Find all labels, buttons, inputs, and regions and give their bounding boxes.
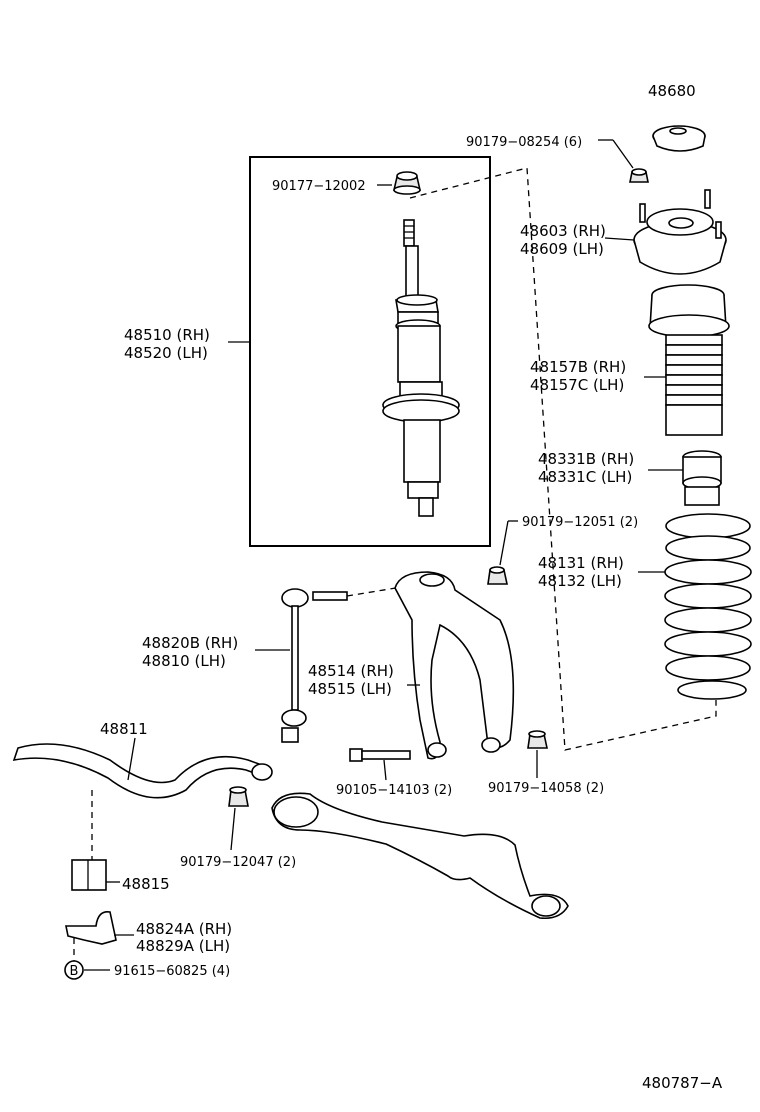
bump-stopper-boot-48157 [648, 284, 730, 436]
mount-cover-48680 [652, 125, 706, 152]
label-48810: 48810 (LH) [142, 652, 226, 670]
label-48331c: 48331C (LH) [538, 468, 632, 486]
stabilizer-bar-48811 [12, 743, 273, 799]
label-48820b: 48820B (RH) [142, 634, 238, 652]
label-90179-12051: 90179−12051 (2) [522, 515, 638, 530]
bracket-48824 [65, 910, 117, 945]
lower-arm [271, 792, 569, 920]
drawing-number: 480787−A [642, 1074, 723, 1092]
bolt-90105-14103 [349, 748, 411, 762]
nut-90179-14058 [527, 730, 548, 749]
label-48157b: 48157B (RH) [530, 358, 626, 376]
label-48515: 48515 (LH) [308, 680, 392, 698]
label-48609: 48609 (LH) [520, 240, 604, 258]
label-48131: 48131 (RH) [538, 554, 624, 572]
bushing-48815 [71, 859, 107, 891]
circle-b-marker: B [64, 960, 84, 980]
label-90179-12047: 90179−12047 (2) [180, 855, 296, 870]
label-48510: 48510 (RH) [124, 326, 210, 344]
coil-spring-48131 [664, 513, 752, 700]
bound-stopper-48331 [682, 450, 722, 506]
label-90105-14103: 90105−14103 (2) [336, 783, 452, 798]
label-48132: 48132 (LH) [538, 572, 622, 590]
label-48815: 48815 [122, 875, 170, 893]
label-48680: 48680 [648, 82, 696, 100]
knuckle-arm-48514 [394, 571, 515, 760]
shock-absorber [382, 219, 460, 517]
circle-b-label: B [70, 964, 79, 979]
nut-90179-12051 [487, 566, 508, 585]
suspension-support-48603 [633, 189, 727, 275]
shock-absorber-frame [249, 156, 491, 547]
label-48824a: 48824A (RH) [136, 920, 232, 938]
nut-90179-12047 [228, 786, 249, 807]
label-48520: 48520 (LH) [124, 344, 208, 362]
nut-90177-12002 [392, 171, 422, 195]
stabilizer-link-48820 [281, 588, 348, 743]
label-48514: 48514 (RH) [308, 662, 394, 680]
label-48331b: 48331B (RH) [538, 450, 634, 468]
label-91615-60825: 91615−60825 (4) [114, 964, 230, 979]
nut-90179-08254 [629, 168, 649, 183]
label-90177-12002: 90177−12002 [272, 179, 366, 194]
label-48603: 48603 (RH) [520, 222, 606, 240]
label-48157c: 48157C (LH) [530, 376, 624, 394]
label-48811: 48811 [100, 720, 148, 738]
label-90179-08254: 90179−08254 (6) [466, 135, 582, 150]
label-90179-14058: 90179−14058 (2) [488, 781, 604, 796]
label-48829a: 48829A (LH) [136, 937, 230, 955]
